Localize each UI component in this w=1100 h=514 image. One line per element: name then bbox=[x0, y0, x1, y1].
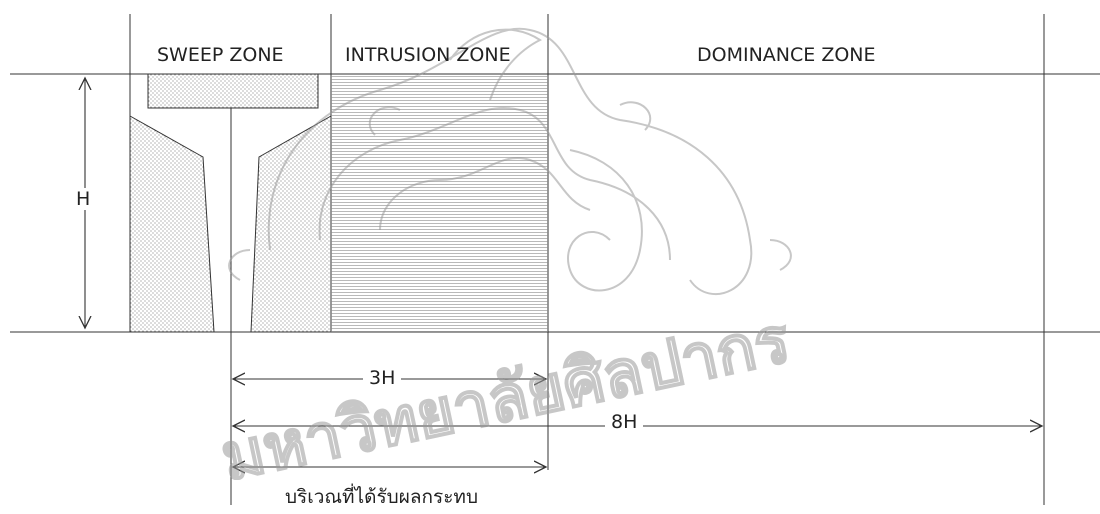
building-top-slab bbox=[147, 73, 319, 109]
sweep-zone-label: SWEEP ZONE bbox=[157, 44, 284, 66]
dominance-zone-label: DOMINANCE ZONE bbox=[697, 44, 876, 66]
left-wedge bbox=[129, 115, 215, 333]
eight-h-label: 8H bbox=[605, 411, 644, 433]
intrusion-hatch bbox=[331, 74, 548, 332]
affected-area-label: บริเวณที่ได้รับผลกระทบ bbox=[285, 486, 479, 508]
right-wedge bbox=[250, 115, 332, 333]
three-h-label: 3H bbox=[363, 367, 402, 389]
intrusion-zone-label: INTRUSION ZONE bbox=[345, 44, 511, 66]
height-label: H bbox=[70, 188, 97, 210]
